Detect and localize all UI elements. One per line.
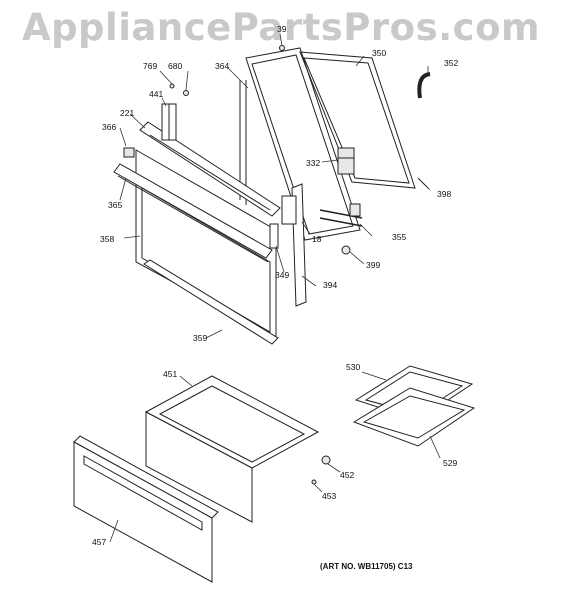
drawer-front	[73, 435, 219, 583]
screw-680	[183, 90, 189, 96]
callout-530: 530	[346, 362, 360, 372]
door-frame	[239, 47, 361, 241]
callout-529: 529	[443, 458, 457, 468]
callout-452: 452	[340, 470, 354, 480]
door-hinge	[337, 147, 355, 175]
screw-769	[169, 83, 175, 89]
side-trim	[281, 183, 307, 307]
callout-394: 394	[323, 280, 337, 290]
callout-451: 451	[163, 369, 177, 379]
door-inner-panel	[299, 51, 416, 189]
callout-366: 366	[102, 122, 116, 132]
leader-lines	[109, 33, 441, 543]
watermark-logo: AppliancePartsPros.com	[21, 6, 541, 49]
callout-680: 680	[168, 61, 182, 71]
callout-453: 453	[322, 491, 336, 501]
callout-358: 358	[100, 234, 114, 244]
bottom-door-trim	[143, 259, 279, 345]
callout-364: 364	[215, 61, 229, 71]
door-clip	[123, 147, 135, 158]
hinge-assembly	[319, 203, 363, 227]
callout-349: 349	[275, 270, 289, 280]
callout-18: 18	[312, 234, 322, 244]
callout-332: 332	[306, 158, 320, 168]
callout-365: 365	[108, 200, 122, 210]
callout-457: 457	[92, 537, 106, 547]
callout-39: 39	[277, 24, 287, 34]
door-bracket	[161, 103, 177, 141]
door-handle	[113, 163, 273, 263]
broiler-pan	[352, 387, 476, 447]
screw-39	[279, 45, 285, 51]
drawer-glide-452	[321, 455, 331, 465]
callout-359: 359	[193, 333, 207, 343]
screw-399	[341, 245, 351, 255]
art-number: (ART NO. WB11705) C13	[320, 562, 413, 571]
callout-350: 350	[372, 48, 386, 58]
callout-441: 441	[149, 89, 163, 99]
callout-398: 398	[437, 189, 451, 199]
door-gasket	[417, 72, 431, 99]
callout-352: 352	[444, 58, 458, 68]
callout-355: 355	[392, 232, 406, 242]
spacer-349	[269, 223, 279, 249]
drawer-body	[144, 375, 320, 523]
drawer-screw-453	[311, 479, 317, 485]
callout-399: 399	[366, 260, 380, 270]
callout-221: 221	[120, 108, 134, 118]
callout-labels: 39 350 352 769 680 364 441 221 366 332 3…	[92, 24, 458, 547]
callout-769: 769	[143, 61, 157, 71]
vent-trim	[139, 121, 281, 217]
